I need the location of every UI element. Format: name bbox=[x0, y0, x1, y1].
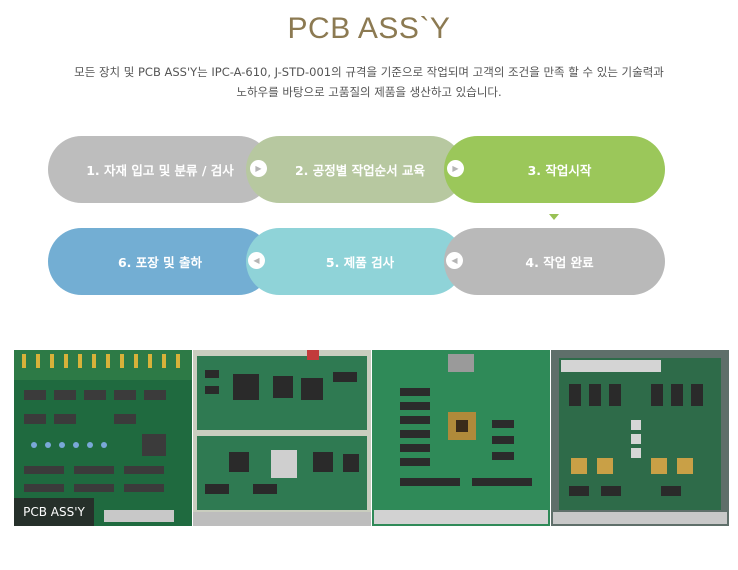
process-step-2: 2. 공정별 작업순서 교육 bbox=[246, 136, 464, 203]
process-step-4-label: 4. 작업 완료 bbox=[525, 255, 594, 270]
pcb-photo-3 bbox=[372, 350, 550, 526]
pcb-photo-2 bbox=[193, 350, 371, 526]
description-line-2: 노하우를 바탕으로 고품질의 제품을 생산하고 있습니다. bbox=[236, 85, 502, 99]
arrow-left-icon: ◀ bbox=[446, 252, 463, 269]
page-title: PCB ASS`Y bbox=[287, 12, 451, 45]
arrow-right-icon: ▶ bbox=[447, 160, 464, 177]
process-step-6: 6. 포장 및 출하 bbox=[48, 228, 272, 295]
process-step-6-label: 6. 포장 및 출하 bbox=[117, 255, 202, 270]
process-step-2-label: 2. 공정별 작업순서 교육 bbox=[294, 163, 425, 178]
description-line-1: 모든 장치 및 PCB ASS'Y는 IPC-A-610, J-STD-001의… bbox=[74, 65, 664, 79]
pcb-photo-1 bbox=[14, 350, 192, 526]
process-step-3-label: 3. 작업시작 bbox=[527, 163, 592, 178]
arrow-right-icon: ▶ bbox=[250, 160, 267, 177]
pcb-photo-4 bbox=[551, 350, 729, 526]
process-step-1: 1. 자재 입고 및 분류 / 검사 bbox=[48, 136, 272, 203]
page-description: 모든 장치 및 PCB ASS'Y는 IPC-A-610, J-STD-001의… bbox=[20, 62, 718, 102]
process-step-3: 3. 작업시작 bbox=[444, 136, 665, 203]
arrow-left-icon: ◀ bbox=[248, 252, 265, 269]
process-step-5: 5. 제품 검사 bbox=[246, 228, 464, 295]
process-step-4: 4. 작업 완료 bbox=[444, 228, 665, 295]
process-step-5-label: 5. 제품 검사 bbox=[325, 255, 395, 270]
arrow-down-icon bbox=[549, 214, 559, 220]
gallery-badge: PCB ASS'Y bbox=[14, 498, 94, 526]
process-step-1-label: 1. 자재 입고 및 분류 / 검사 bbox=[86, 163, 234, 178]
